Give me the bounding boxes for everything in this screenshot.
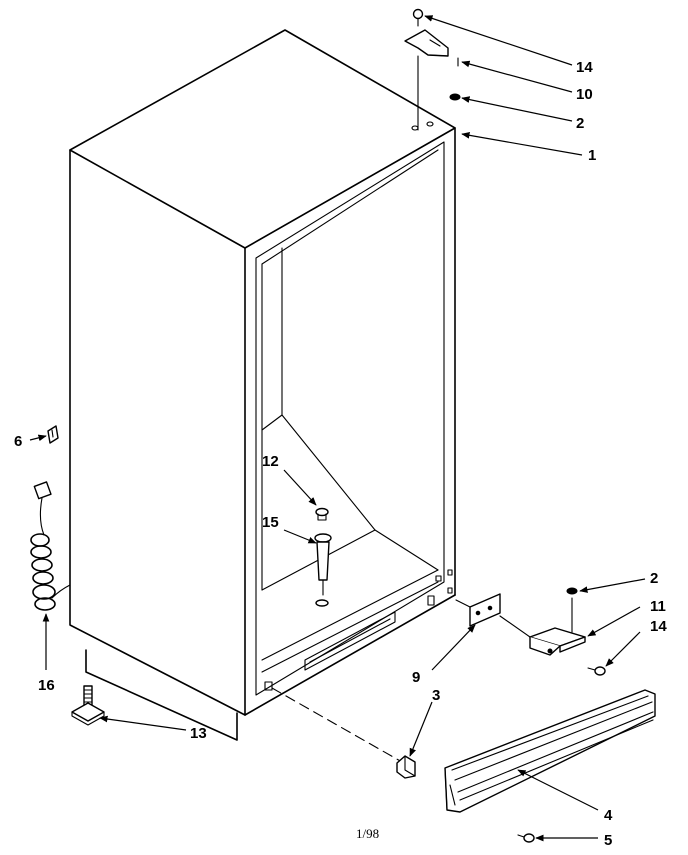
leader-lines: [29, 15, 646, 842]
clip-6: [47, 425, 59, 444]
callout-14-top: 14: [576, 59, 593, 76]
bracket-3: [396, 755, 416, 779]
callout-16: 16: [38, 677, 55, 694]
date-code: 1/98: [356, 826, 379, 841]
cabinet: [69, 29, 456, 741]
power-cord: [30, 481, 71, 611]
callout-10: 10: [576, 86, 593, 103]
callout-5: 5: [604, 832, 612, 849]
callout-9: 9: [412, 669, 420, 686]
drain-tube: [314, 533, 332, 607]
callout-14-bottom: 14: [650, 618, 667, 635]
base-grille: [444, 689, 656, 813]
callout-12: 12: [262, 453, 279, 470]
callout-6: 6: [14, 433, 22, 450]
drain-plug: [315, 507, 329, 521]
hinge-plate-9: [469, 593, 501, 627]
callout-2-bottom: 2: [650, 570, 658, 587]
leveling-leg: [71, 685, 105, 726]
screw-14-lower: [587, 666, 606, 676]
callout-4: 4: [604, 807, 613, 824]
callout-15: 15: [262, 514, 279, 531]
bottom-hinge-11: [529, 597, 586, 656]
washer-2-lower: [566, 587, 578, 595]
screw-5: [517, 833, 535, 843]
top-hinge: [404, 8, 461, 131]
callout-13: 13: [190, 725, 207, 742]
callout-2-top: 2: [576, 115, 584, 132]
callout-3: 3: [432, 687, 440, 704]
callout-11: 11: [650, 598, 666, 615]
callout-1: 1: [588, 147, 596, 164]
